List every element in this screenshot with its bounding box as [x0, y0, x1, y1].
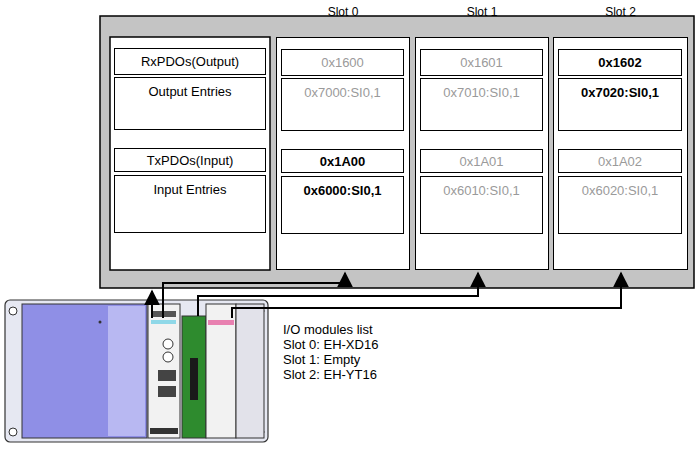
- slot-heading: Slot 0: [277, 5, 409, 20]
- module-list-line: I/O modules list: [283, 322, 378, 337]
- cell-text: 0x1602: [598, 55, 641, 70]
- slot-column: Slot 00x16000x7000:SI0,10x1A000x6000:SI0…: [276, 37, 410, 270]
- module-list-line: Slot 1: Empty: [283, 352, 378, 367]
- cell-text: 0x7000:SI0,1: [304, 85, 381, 100]
- cell-text: 0x6010:SI0,1: [443, 183, 520, 198]
- module-list: I/O modules listSlot 0: EH-XD16Slot 1: E…: [283, 322, 378, 382]
- pdo-panel: [100, 16, 694, 288]
- pdo-cell: 0x7010:SI0,1: [420, 78, 543, 131]
- plc-illustration: [5, 300, 268, 442]
- slot-column: Slot 20x16020x7020:SI0,10x1A020x6020:SI0…: [553, 37, 688, 270]
- pdo-cell: 0x7020:SI0,1: [558, 78, 682, 131]
- pdo-cell: 0x1A01: [420, 149, 543, 173]
- slot-heading: Slot 2: [554, 5, 687, 20]
- pdo-cell: 0x1602: [558, 49, 682, 76]
- row-label-box: Output Entries: [114, 77, 266, 130]
- label-column: [110, 37, 270, 270]
- module-list-line: Slot 2: EH-YT16: [283, 367, 378, 382]
- cell-text: 0x7020:SI0,1: [581, 85, 659, 100]
- pdo-cell: 0x1A02: [558, 149, 682, 173]
- slot-column: Slot 10x16010x7010:SI0,10x1A010x6010:SI0…: [415, 37, 549, 270]
- pdo-cell: 0x1A00: [281, 149, 404, 173]
- slot-heading: Slot 1: [416, 5, 548, 20]
- module-list-line: Slot 0: EH-XD16: [283, 337, 378, 352]
- cell-text: 0x6020:SI0,1: [582, 183, 659, 198]
- cell-text: 0x1A02: [598, 154, 642, 169]
- pdo-cell: 0x7000:SI0,1: [281, 78, 404, 131]
- pdo-cell: 0x6000:SI0,1: [281, 176, 404, 234]
- cell-text: 0x6000:SI0,1: [303, 183, 381, 198]
- row-label-box: TxPDOs(Input): [114, 148, 266, 172]
- row-label-box: RxPDOs(Output): [114, 48, 266, 75]
- cell-text: 0x1601: [460, 55, 503, 70]
- cell-text: 0x7010:SI0,1: [443, 85, 520, 100]
- pdo-cell: 0x6020:SI0,1: [558, 176, 682, 234]
- cell-text: Output Entries: [148, 84, 231, 99]
- cell-text: 0x1600: [321, 55, 364, 70]
- row-label-box: Input Entries: [114, 175, 266, 233]
- cell-text: 0x1A00: [320, 154, 366, 169]
- pdo-cell: 0x1600: [281, 49, 404, 76]
- cell-text: Input Entries: [154, 182, 227, 197]
- pdo-cell: 0x6010:SI0,1: [420, 176, 543, 234]
- cell-text: 0x1A01: [459, 154, 503, 169]
- io-wires: [152, 273, 621, 318]
- cell-text: TxPDOs(Input): [147, 153, 234, 168]
- cell-text: RxPDOs(Output): [141, 54, 239, 69]
- pdo-cell: 0x1601: [420, 49, 543, 76]
